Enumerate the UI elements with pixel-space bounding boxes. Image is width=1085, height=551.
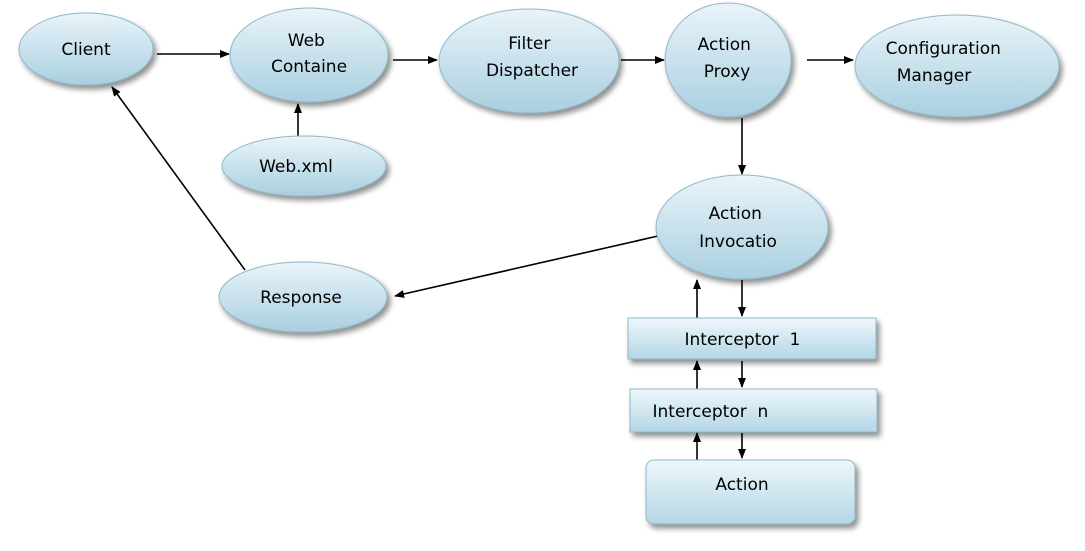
action-proxy-node: Action Proxy [664, 2, 792, 118]
interceptor-1-node: Interceptor 1 [627, 317, 877, 360]
action-shape [645, 459, 856, 525]
web-container-shape [229, 7, 389, 103]
web-xml-shape [221, 135, 387, 197]
edge-response-to-client [111, 86, 246, 271]
action-invocation-label: Action Invocatio [699, 204, 777, 252]
action-node: Action [645, 459, 856, 525]
client-node: Client [18, 12, 154, 86]
action-invocation-node: Action Invocatio [655, 174, 829, 280]
action-proxy-shape [664, 2, 792, 118]
interceptor-1-shape [627, 317, 877, 360]
web-container-node: Web Containe [229, 7, 389, 103]
filter-dispatcher-node: Filter Dispatcher [438, 8, 620, 114]
client-shape [18, 12, 154, 86]
filter-dispatcher-shape [438, 8, 620, 114]
client-label: Client [61, 40, 111, 60]
web-container-label: Web Containe [271, 31, 347, 77]
interceptor-n-label: Interceptor n [615, 402, 796, 422]
web-xml-label: Web.xml [259, 157, 333, 177]
configuration-manager-shape [854, 14, 1060, 118]
interceptor-n-node: Interceptor n [615, 388, 878, 433]
interceptor-1-label: Interceptor 1 [647, 330, 828, 350]
response-label: Response [260, 288, 342, 308]
edges [111, 50, 854, 460]
action-label: Action [715, 475, 768, 495]
configuration-manager-node: Configuration Manager [854, 14, 1060, 118]
edge-action-invocation-to-response [394, 235, 659, 298]
action-proxy-label: Action Proxy [698, 35, 757, 82]
action-invocation-shape [655, 174, 829, 280]
configuration-manager-label: Configuration Manager [886, 39, 1007, 86]
web-xml-node: Web.xml [221, 135, 387, 197]
response-node: Response [218, 261, 388, 333]
response-shape [218, 261, 388, 333]
filter-dispatcher-label: Filter Dispatcher [486, 34, 578, 81]
interceptor-n-shape [629, 388, 878, 433]
